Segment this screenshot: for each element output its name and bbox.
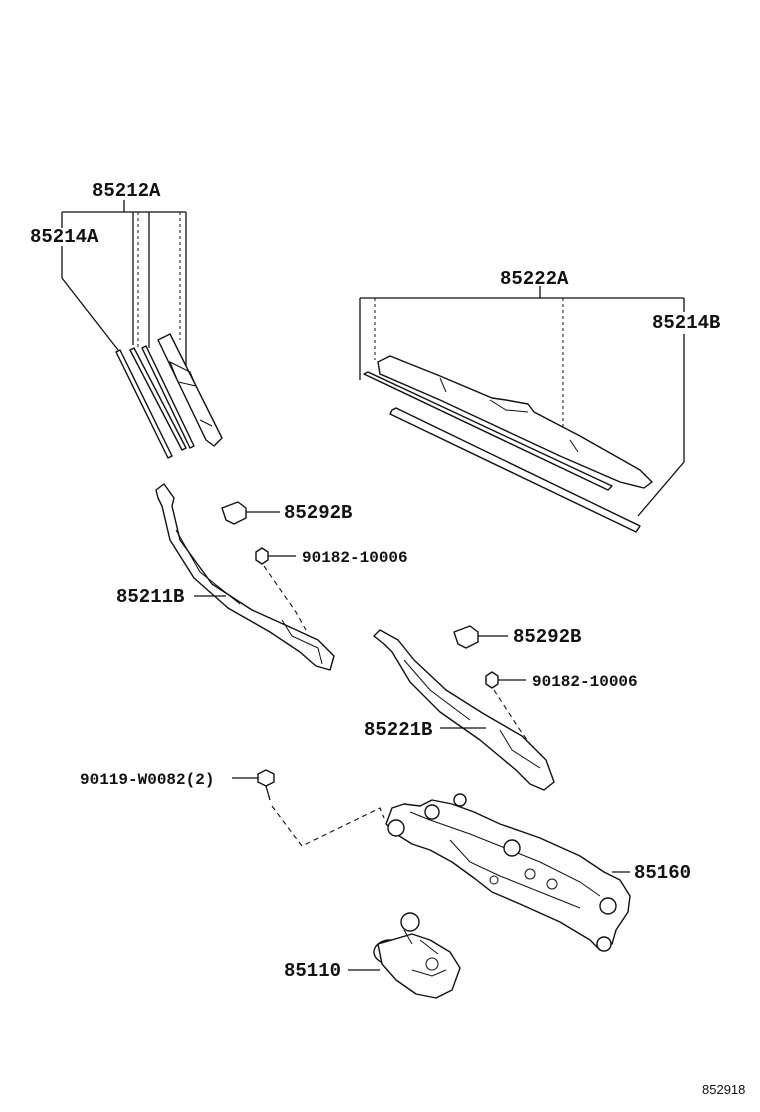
nut-90182-upper	[255, 547, 307, 631]
bolt-90119	[232, 769, 385, 847]
wiper-motor	[348, 912, 461, 999]
label-90182-lower: 90182-10006	[532, 673, 638, 691]
label-85212a: 85212A	[92, 180, 161, 202]
wiper-linkage	[385, 793, 631, 952]
label-90119: 90119-W0082(2)	[80, 771, 214, 789]
nut-90182-lower	[485, 671, 531, 745]
front-blade-right	[359, 286, 685, 533]
label-85211b: 85211B	[116, 586, 184, 608]
cap-85292b-lower	[453, 625, 508, 649]
figure-reference: 852918	[702, 1082, 745, 1097]
label-85221b: 85221B	[364, 719, 432, 741]
label-85292b-upper: 85292B	[284, 502, 352, 524]
label-85292b-lower: 85292B	[513, 626, 581, 648]
label-85214b: 85214B	[652, 312, 720, 334]
label-85222a: 85222A	[500, 268, 569, 290]
wiper-arm-left	[155, 483, 335, 671]
label-90182-upper: 90182-10006	[302, 549, 408, 567]
wiper-arm-right	[373, 629, 555, 791]
label-85214a: 85214A	[30, 226, 99, 248]
cap-85292b-upper	[221, 501, 280, 525]
label-85160: 85160	[634, 862, 691, 884]
label-85110: 85110	[284, 960, 341, 982]
front-blade-left	[61, 200, 223, 459]
